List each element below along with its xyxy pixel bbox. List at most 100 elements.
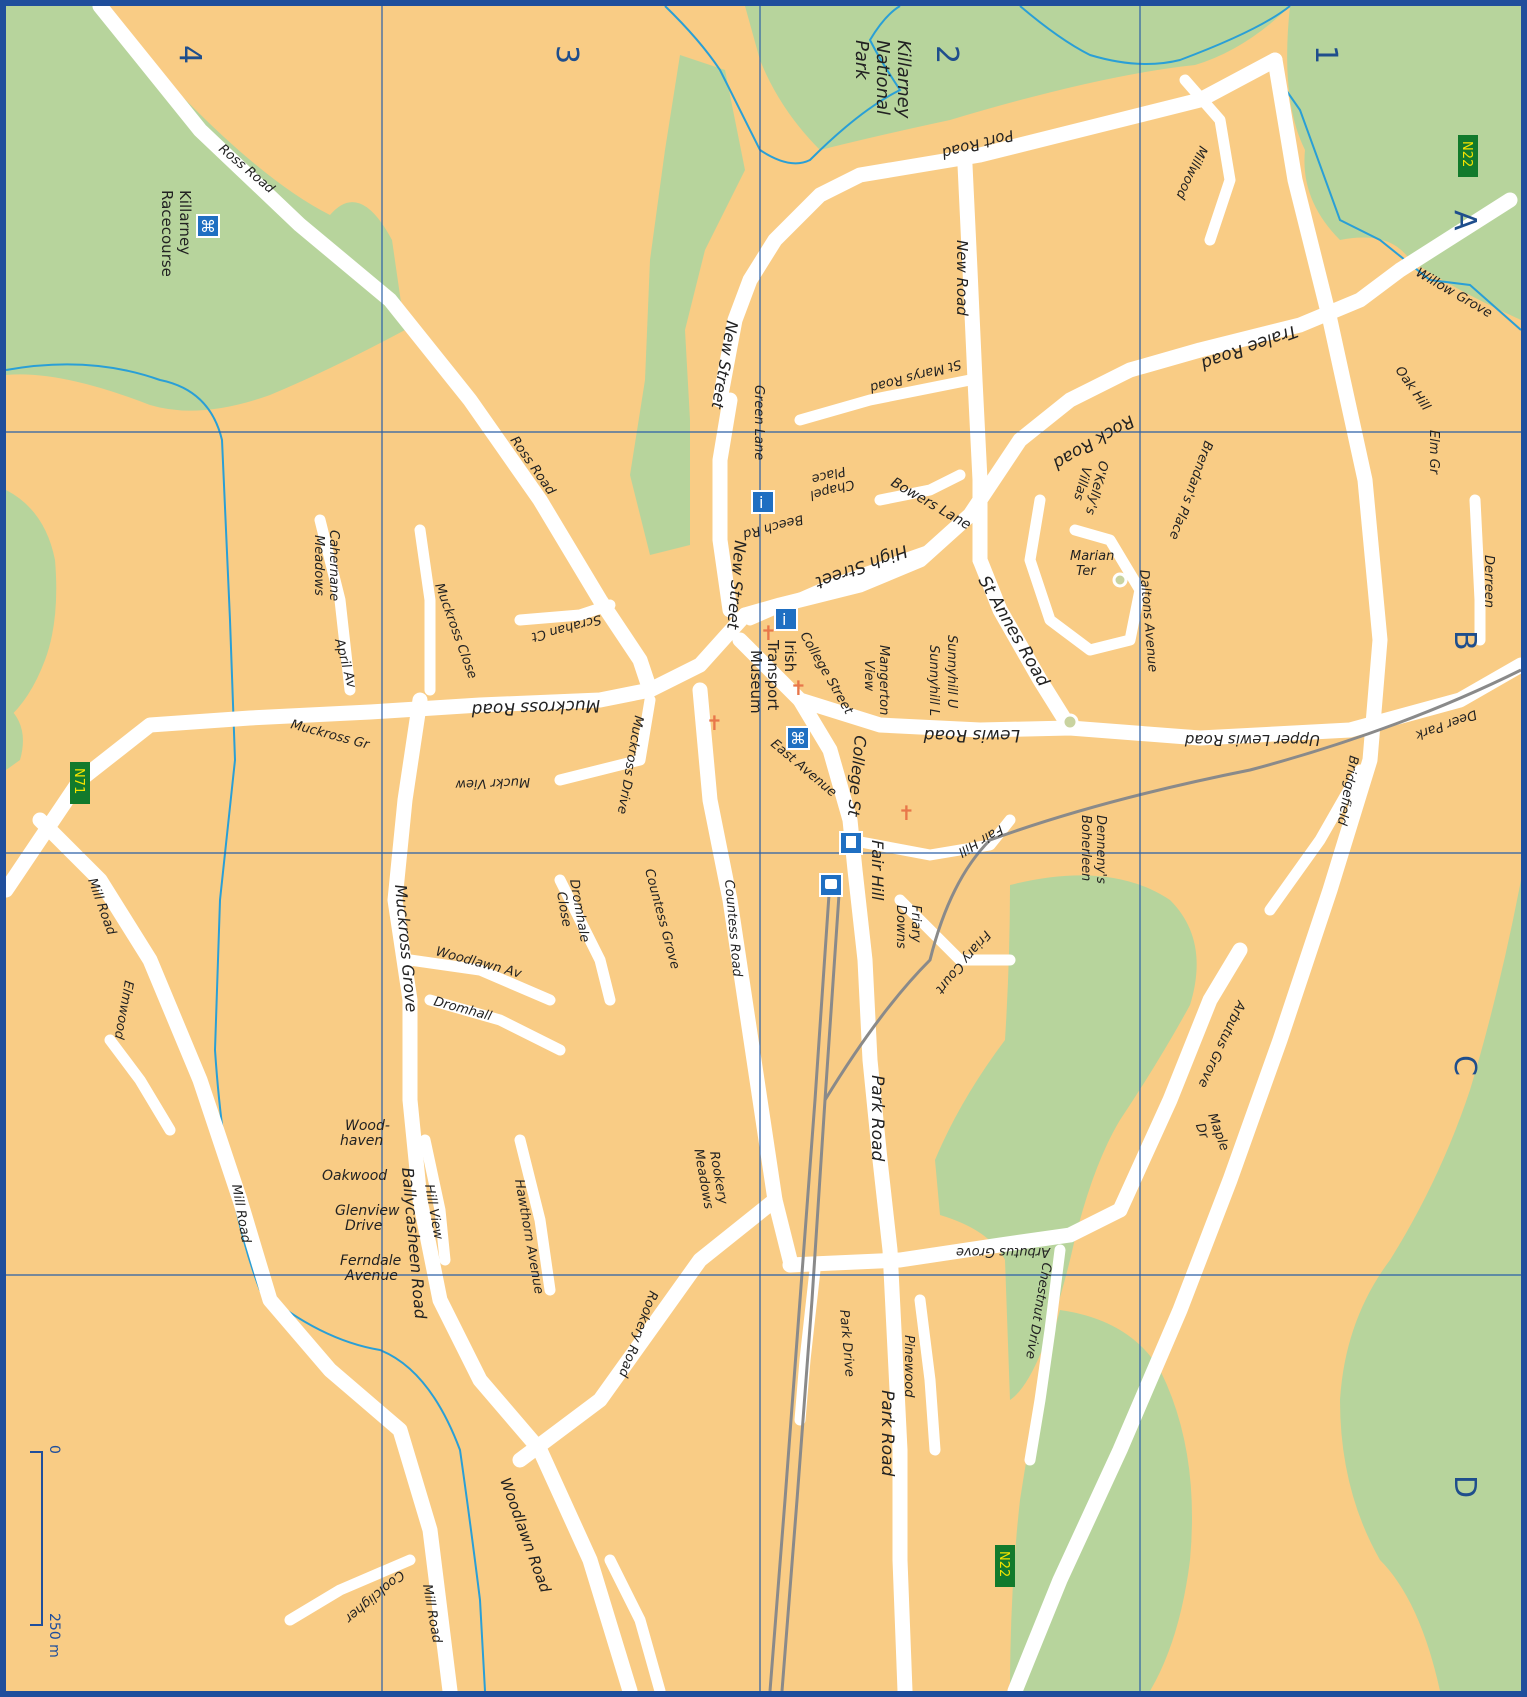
road-april — [314, 514, 356, 696]
svg-text:Ferndale Avenue: Ferndale Avenue — [340, 1253, 406, 1284]
road-fair-hill — [844, 814, 1016, 861]
svg-text:Killarney Racecourse: Killarney Racecourse — [158, 190, 194, 277]
road-woodlawn-av — [404, 954, 556, 1006]
church-icon[interactable]: ✝ — [706, 711, 723, 735]
road-elmwood — [104, 1034, 176, 1136]
svg-text:Marian Ter: Marian Ter — [1070, 549, 1119, 579]
grid-col-4: 4 — [172, 45, 207, 64]
svg-text:Irish Transport Mu: Irish Transport Museum — [747, 639, 799, 715]
roundabout-icon — [1061, 713, 1079, 731]
info-icon-2[interactable]: i — [774, 607, 798, 631]
park-green-left-edge-2 — [6, 705, 23, 770]
grid-col-1: 1 — [1308, 45, 1343, 64]
road-woodlawn-south — [604, 1554, 666, 1697]
scale-bar-line — [30, 1451, 43, 1626]
railway-branch — [823, 668, 1522, 1101]
street-woodhaven-1: Wood- — [345, 1118, 390, 1134]
river-top — [664, 5, 902, 165]
street-lewis-road: Lewis Road — [924, 725, 1020, 745]
svg-text:Cahernane Meadows: Cahernane Meadows — [311, 530, 341, 605]
road-muckross-grove — [387, 692, 638, 1697]
road-bridgefield — [1264, 764, 1366, 916]
roundabout-icon-2 — [1112, 572, 1128, 588]
park-green-top-right — [1287, 6, 1521, 320]
park-green-left-edge — [6, 490, 57, 720]
street-dennenys-boherleen-2: Boherleen — [1078, 815, 1093, 881]
road-shield-n22-top[interactable]: N22 — [1458, 135, 1478, 177]
svg-text:Friary Downs: Friary Downs — [893, 905, 923, 949]
street-dromhale-close-2: Close — [553, 891, 574, 928]
road-countess-grove — [554, 874, 616, 1006]
street-mangerton-view-1: Mangerton — [876, 645, 891, 715]
street-friary-downs-1: Friary — [908, 905, 923, 943]
museum-icon[interactable]: ⌘ — [786, 726, 810, 750]
street-dennenys-boherleen-1: Denneny's — [1093, 815, 1108, 884]
street-ferndale-avenue-2: Avenue — [344, 1268, 398, 1284]
street-mangerton-view-2: View — [861, 660, 876, 692]
grid-lines — [6, 6, 1521, 1691]
street-arbutus-grove: Arbutus Grove — [956, 1244, 1051, 1259]
shield-label: N22 — [1459, 141, 1474, 167]
museum-label-3: Museum — [747, 650, 765, 714]
street-derreen: Derreen — [1481, 555, 1496, 608]
church-icon-2[interactable]: ✝ — [760, 621, 777, 645]
railway-station-icon[interactable] — [839, 831, 863, 855]
road-muckross-close — [414, 524, 436, 696]
street-marian-ter-2: Ter — [1076, 564, 1097, 579]
road-college-park — [792, 692, 913, 1697]
road-tralee — [737, 192, 1518, 623]
road-pinewood — [914, 1294, 941, 1456]
poi-icons: ⌘ i i ⌘ ✝ ✝ ✝ ✝ — [196, 214, 1128, 897]
street-new-road: New Road — [953, 240, 971, 316]
street-glenview-drive-2: Drive — [345, 1218, 382, 1234]
street-park-road-top: Park Road — [867, 1075, 887, 1162]
road-chestnut — [1024, 1244, 1066, 1466]
park-green-right — [1340, 880, 1521, 1691]
grid-row-C: C — [1447, 1055, 1482, 1076]
road-hill-view — [419, 1134, 451, 1266]
grid-labels: 4 3 2 1 A B C D — [172, 45, 1482, 1498]
river-top-right — [1019, 5, 1291, 65]
road-new-street — [712, 392, 738, 618]
stream-right — [1264, 59, 1522, 331]
info-icon[interactable]: i — [751, 490, 775, 514]
road-shield-n71[interactable]: N71 — [70, 762, 90, 804]
road-arbutus — [782, 1202, 1128, 1273]
road-coolcligher — [284, 1554, 416, 1626]
road-shield-n22-bottom[interactable]: N22 — [995, 1545, 1015, 1587]
grid-row-D: D — [1447, 1475, 1482, 1498]
svg-text:Denneny's Boherleen: Denneny's Boherleen — [1078, 815, 1108, 888]
road-friary-court — [894, 894, 1016, 966]
road-rookery — [512, 1192, 783, 1468]
road-arbutus-grove-up — [1112, 942, 1248, 1218]
church-icon-3[interactable]: ✝ — [790, 676, 807, 700]
road-muckross-drive — [554, 694, 656, 786]
park-green-top-left — [630, 55, 745, 555]
railway-line-west — [768, 879, 832, 1692]
road-port — [712, 52, 1283, 408]
bus-station-icon[interactable] — [819, 873, 843, 897]
svg-text:Mangerton View: Mangerton View — [861, 645, 891, 719]
svg-text:⌘: ⌘ — [790, 729, 806, 748]
racecourse-label-2: Racecourse — [158, 190, 176, 277]
street-cahernane-meadows-2: Meadows — [311, 535, 326, 596]
racecourse-icon[interactable]: ⌘ — [196, 214, 220, 238]
street-sunnyhill-u: Sunnyhill U — [944, 635, 959, 709]
street-muckross-road: Muckross Road — [471, 695, 600, 719]
scale-bar: 0 250 m — [30, 1445, 62, 1658]
racecourse-green — [6, 6, 405, 411]
road-rock-loop — [1024, 494, 1146, 656]
church-icon-4[interactable]: ✝ — [898, 801, 915, 825]
street-ferndale-avenue-1: Ferndale — [340, 1253, 401, 1269]
national-park-label-3: Park — [851, 40, 872, 81]
street-pinewood: Pinewood — [901, 1335, 916, 1398]
road-bowers — [874, 469, 966, 506]
road-derreen — [1469, 494, 1486, 646]
street-marian-ter-1: Marian — [1070, 549, 1114, 564]
road-millwood — [1179, 74, 1236, 246]
street-muckr-view: Muckr View — [455, 774, 531, 792]
place-labels: Killarney National Park Killarney Raceco… — [158, 40, 914, 715]
street-woodhaven-2: haven — [340, 1133, 383, 1149]
